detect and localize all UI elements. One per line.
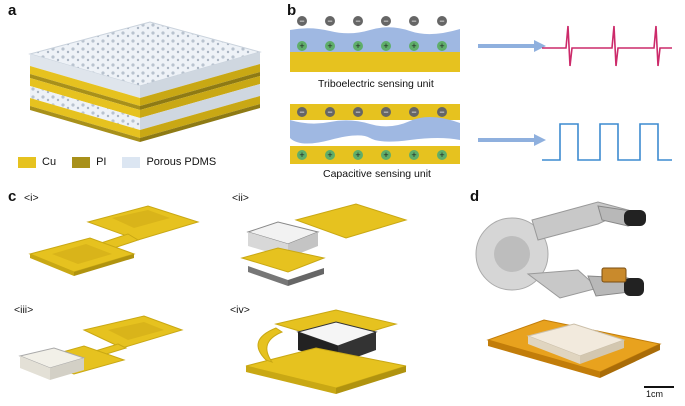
- step-label-iii: <iii>: [14, 304, 34, 316]
- capacitive-label: Capacitive sensing unit: [323, 168, 431, 180]
- legend-item-pdms: Porous PDMS: [122, 156, 216, 168]
- svg-text:+: +: [383, 150, 388, 160]
- svg-text:−: −: [355, 107, 360, 117]
- panel-c-letter: c: [8, 188, 17, 205]
- svg-text:+: +: [327, 150, 332, 160]
- panel-a-letter: a: [8, 2, 17, 19]
- svg-text:+: +: [383, 41, 388, 51]
- svg-text:+: +: [355, 41, 360, 51]
- scale-bar-label: 1cm: [646, 389, 664, 399]
- legend-item-cu: Cu: [18, 156, 56, 168]
- svg-text:−: −: [383, 107, 388, 117]
- step-iii-electrode-with-foam: [18, 315, 184, 380]
- svg-text:−: −: [383, 16, 388, 26]
- arrow-to-cap-signal: [478, 134, 546, 146]
- svg-text:+: +: [327, 41, 332, 51]
- legend-item-pi: PI: [72, 156, 106, 168]
- robot-gripper-photo: [475, 196, 668, 308]
- triboelectric-label: Triboelectric sensing unit: [318, 78, 434, 90]
- svg-text:−: −: [439, 16, 444, 26]
- step-label-ii: <ii>: [232, 192, 249, 204]
- svg-text:+: +: [411, 150, 416, 160]
- svg-text:−: −: [299, 107, 304, 117]
- svg-text:+: +: [355, 150, 360, 160]
- panel-d-letter: d: [470, 188, 480, 205]
- svg-text:−: −: [299, 16, 304, 26]
- svg-text:−: −: [327, 107, 332, 117]
- svg-text:−: −: [355, 16, 360, 26]
- step-label-i: <i>: [24, 192, 39, 204]
- legend-swatch-cu: [18, 156, 36, 168]
- panel-b-letter: b: [287, 2, 297, 19]
- layered-sensor-illustration: [28, 21, 262, 142]
- arrow-to-tribo-signal: [478, 40, 546, 52]
- capacitive-signal-trace: [542, 123, 672, 161]
- triboelectric-unit-diagram: − − − − − − + + + + + +: [290, 16, 460, 72]
- fabricated-sensor-photo: [486, 319, 662, 378]
- svg-text:−: −: [439, 107, 444, 117]
- svg-text:−: −: [411, 16, 416, 26]
- svg-text:−: −: [327, 16, 332, 26]
- legend-label-cu: Cu: [42, 156, 57, 168]
- legend-label-pdms: Porous PDMS: [146, 156, 217, 168]
- step-iv-final-sensor: [245, 309, 407, 394]
- legend-swatch-pdms: [122, 156, 141, 168]
- material-legend: Cu PI Porous PDMS: [18, 156, 216, 168]
- svg-text:+: +: [411, 41, 416, 51]
- legend-swatch-pi: [72, 156, 91, 168]
- svg-text:−: −: [411, 107, 416, 117]
- step-label-iv: <iv>: [230, 304, 250, 316]
- scale-bar: [644, 386, 674, 388]
- svg-text:+: +: [439, 150, 444, 160]
- svg-text:+: +: [299, 150, 304, 160]
- step-ii-assembly: [240, 203, 408, 286]
- legend-label-pi: PI: [96, 156, 107, 168]
- svg-text:+: +: [299, 41, 304, 51]
- capacitive-unit-diagram: − − − − − − + + + + + +: [290, 104, 460, 164]
- triboelectric-signal-trace: [542, 25, 672, 67]
- step-i-electrode: [28, 205, 200, 276]
- svg-text:+: +: [439, 41, 444, 51]
